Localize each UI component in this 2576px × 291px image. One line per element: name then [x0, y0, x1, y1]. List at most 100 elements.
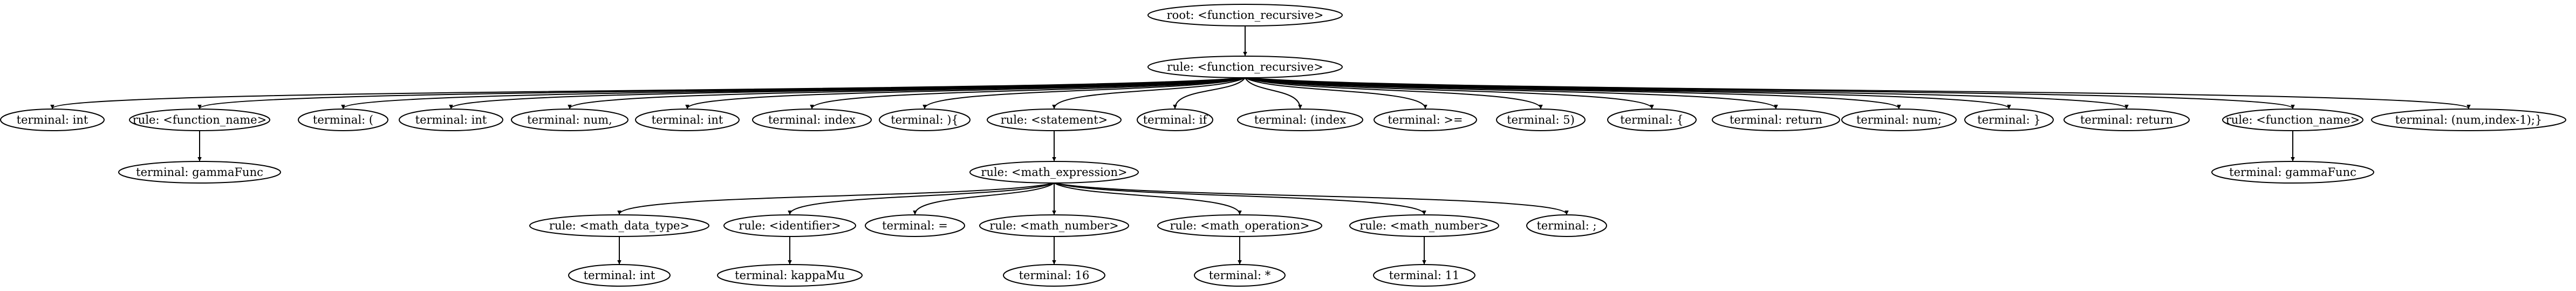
node-label: rule: <function_name> [133, 113, 267, 126]
node-label: terminal: 5) [1507, 113, 1575, 126]
node-ellipse [298, 109, 388, 131]
tree-node-terminal-int: terminal: int [399, 109, 503, 131]
node-label: rule: <function_recursive> [1167, 60, 1323, 73]
tree-nodes: root: <function_recursive> rule: <functio… [0, 4, 2566, 287]
node-label: root: <function_recursive> [1167, 9, 1324, 22]
edge-n1-n11 [1175, 77, 1246, 109]
node-label: terminal: kappaMu [735, 269, 845, 282]
node-ellipse [1157, 214, 1322, 237]
node-ellipse [979, 214, 1129, 237]
node-ellipse [879, 109, 971, 131]
node-ellipse [118, 161, 281, 184]
node-ellipse [1841, 109, 1957, 131]
node-label: terminal: num; [1856, 113, 1942, 126]
node-label: terminal: ; [1536, 219, 1596, 232]
node-label: rule: <math_operation> [1170, 219, 1310, 232]
tree-node-terminal: terminal: = [865, 214, 965, 237]
node-ellipse [1712, 109, 1840, 131]
tree-node-rule-math-data-type: rule: <math_data_type> [529, 214, 709, 237]
node-ellipse [752, 109, 872, 131]
node-ellipse [1373, 264, 1475, 287]
node-label: terminal: gammaFunc [136, 166, 263, 179]
edge-n1-n8 [812, 77, 1246, 109]
node-label: terminal: int [17, 113, 88, 126]
tree-node-rule-math-expression: rule: <math_expression> [969, 161, 1139, 184]
edge-n1-n7 [687, 77, 1246, 109]
node-label: terminal: ( [313, 113, 373, 126]
node-ellipse [1496, 109, 1586, 131]
tree-node-rule-function-name: rule: <function_name> [129, 109, 270, 131]
node-ellipse [2063, 109, 2190, 131]
edge-n23-n30 [1054, 182, 1424, 215]
node-label: terminal: int [652, 113, 723, 126]
node-ellipse [1237, 109, 1363, 131]
node-ellipse [865, 214, 965, 237]
node-ellipse [2211, 161, 2374, 184]
tree-node-root-function-recursive: root: <function_recursive> [1147, 4, 1343, 26]
tree-edges [52, 26, 2469, 264]
edge-n1-n6 [570, 77, 1246, 109]
tree-node-terminal-kappamu: terminal: kappaMu [717, 264, 863, 287]
node-label: terminal: return [1730, 113, 1822, 126]
node-ellipse [511, 109, 628, 131]
node-label: rule: <math_data_type> [549, 219, 689, 232]
edge-n23-n25 [619, 182, 1055, 215]
node-label: terminal: { [1620, 113, 1683, 126]
node-ellipse [1194, 264, 1286, 287]
tree-node-terminal: terminal: { [1607, 109, 1697, 131]
tree-node-terminal-index: terminal: index [752, 109, 872, 131]
edge-n23-n31 [1054, 182, 1567, 215]
tree-node-terminal: terminal: >= [1374, 109, 1477, 131]
tree-node-rule-math-number: rule: <math_number> [979, 214, 1129, 237]
node-ellipse [1003, 264, 1105, 287]
node-label: terminal: 11 [1389, 269, 1460, 282]
node-ellipse [399, 109, 503, 131]
node-ellipse [1147, 4, 1343, 26]
node-ellipse [0, 109, 105, 131]
node-ellipse [568, 264, 671, 287]
node-ellipse [529, 214, 709, 237]
node-label: terminal: gammaFunc [2229, 166, 2356, 179]
edge-n1-n10 [1054, 77, 1246, 109]
edge-n1-n15 [1245, 77, 1652, 109]
tree-node-terminal: terminal: } [1964, 109, 2054, 131]
tree-node-terminal-return: terminal: return [2063, 109, 2190, 131]
node-label: rule: <identifier> [739, 219, 841, 232]
node-label: terminal: num, [527, 113, 612, 126]
edge-n23-n27 [915, 182, 1055, 215]
node-ellipse [1349, 214, 1499, 237]
node-ellipse [987, 109, 1122, 131]
tree-node-terminal-num-index-1: terminal: (num,index-1);} [2371, 109, 2566, 131]
edge-n1-n16 [1245, 77, 1776, 109]
node-label: rule: <function_name> [2226, 113, 2360, 126]
node-label: terminal: 16 [1019, 269, 1090, 282]
edge-n1-n13 [1245, 77, 1425, 109]
node-ellipse [1374, 109, 1477, 131]
tree-node-terminal-index: terminal: (index [1237, 109, 1363, 131]
edge-n1-n14 [1245, 77, 1541, 109]
node-label: terminal: (num,index-1);} [2395, 113, 2543, 126]
tree-node-terminal: terminal: * [1194, 264, 1286, 287]
tree-node-terminal: terminal: ){ [879, 109, 971, 131]
node-label: terminal: = [882, 219, 948, 232]
tree-node-terminal-num: terminal: num; [1841, 109, 1957, 131]
node-label: terminal: index [768, 113, 856, 126]
node-ellipse [2222, 109, 2363, 131]
node-ellipse [635, 109, 740, 131]
tree-node-terminal-return: terminal: return [1712, 109, 1840, 131]
node-label: terminal: int [415, 113, 487, 126]
tree-node-terminal: terminal: ; [1526, 214, 1607, 237]
tree-node-terminal-11: terminal: 11 [1373, 264, 1475, 287]
edge-n23-n26 [790, 182, 1055, 215]
node-ellipse [1526, 214, 1607, 237]
edge-n23-n29 [1054, 182, 1240, 215]
edge-n1-n12 [1245, 77, 1300, 109]
tree-node-rule-function-recursive: rule: <function_recursive> [1147, 56, 1343, 78]
tree-node-terminal-gammafunc: terminal: gammaFunc [2211, 161, 2374, 184]
node-ellipse [723, 214, 856, 237]
tree-node-rule-statement: rule: <statement> [987, 109, 1122, 131]
tree-node-rule-math-operation: rule: <math_operation> [1157, 214, 1322, 237]
node-label: terminal: >= [1388, 113, 1463, 126]
tree-node-terminal-num: terminal: num, [511, 109, 628, 131]
